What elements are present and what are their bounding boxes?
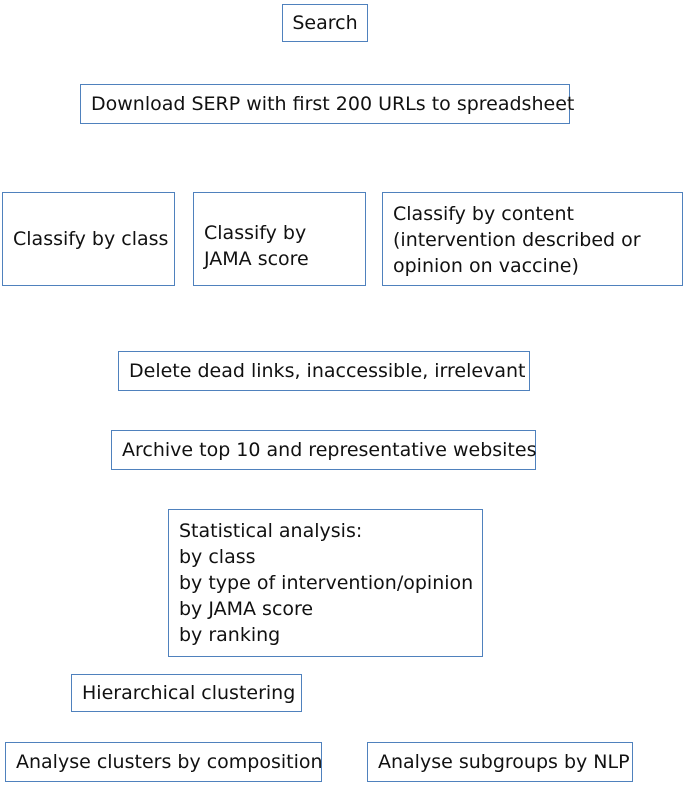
classify-by-content-line-3: opinion on vaccine) <box>393 255 579 277</box>
hierarchical-clustering-box: Hierarchical clustering <box>71 674 302 712</box>
analyse-clusters-label: Analyse clusters by composition <box>16 751 323 773</box>
stats-line-4: by JAMA score <box>179 598 314 620</box>
delete-links-label: Delete dead links, inaccessible, irrelev… <box>129 360 526 382</box>
stats-line-1: Statistical analysis: <box>179 520 363 542</box>
stats-line-3: by type of intervention/opinion <box>179 572 474 594</box>
classify-by-class-label: Classify by class <box>13 228 169 250</box>
archive-box: Archive top 10 and representative websit… <box>111 430 536 470</box>
stats-line-5: by ranking <box>179 624 281 646</box>
hierarchical-clustering-label: Hierarchical clustering <box>82 682 296 704</box>
analyse-subgroups-box: Analyse subgroups by NLP <box>367 742 633 782</box>
stats-line-2: by class <box>179 546 256 568</box>
analyse-subgroups-label: Analyse subgroups by NLP <box>378 751 630 773</box>
statistical-analysis-box: Statistical analysis: by class by type o… <box>168 509 483 657</box>
search-label: Search <box>292 12 358 34</box>
classify-by-content-box: Classify by content (intervention descri… <box>382 192 683 286</box>
classify-by-jama-line-1: Classify by <box>204 222 307 244</box>
delete-links-box: Delete dead links, inaccessible, irrelev… <box>118 351 530 391</box>
analyse-clusters-box: Analyse clusters by composition <box>5 742 323 782</box>
classify-by-content-line-1: Classify by content <box>393 203 574 225</box>
archive-label: Archive top 10 and representative websit… <box>122 439 537 461</box>
classify-by-class-box: Classify by class <box>2 192 175 286</box>
classify-by-content-line-2: (intervention described or <box>393 229 641 251</box>
classify-by-jama-line-2: JAMA score <box>204 248 309 270</box>
classify-by-jama-box: Classify by JAMA score <box>193 192 366 286</box>
download-serp-box: Download SERP with first 200 URLs to spr… <box>80 84 574 124</box>
search-box: Search <box>282 4 368 42</box>
download-serp-label: Download SERP with first 200 URLs to spr… <box>91 93 575 115</box>
